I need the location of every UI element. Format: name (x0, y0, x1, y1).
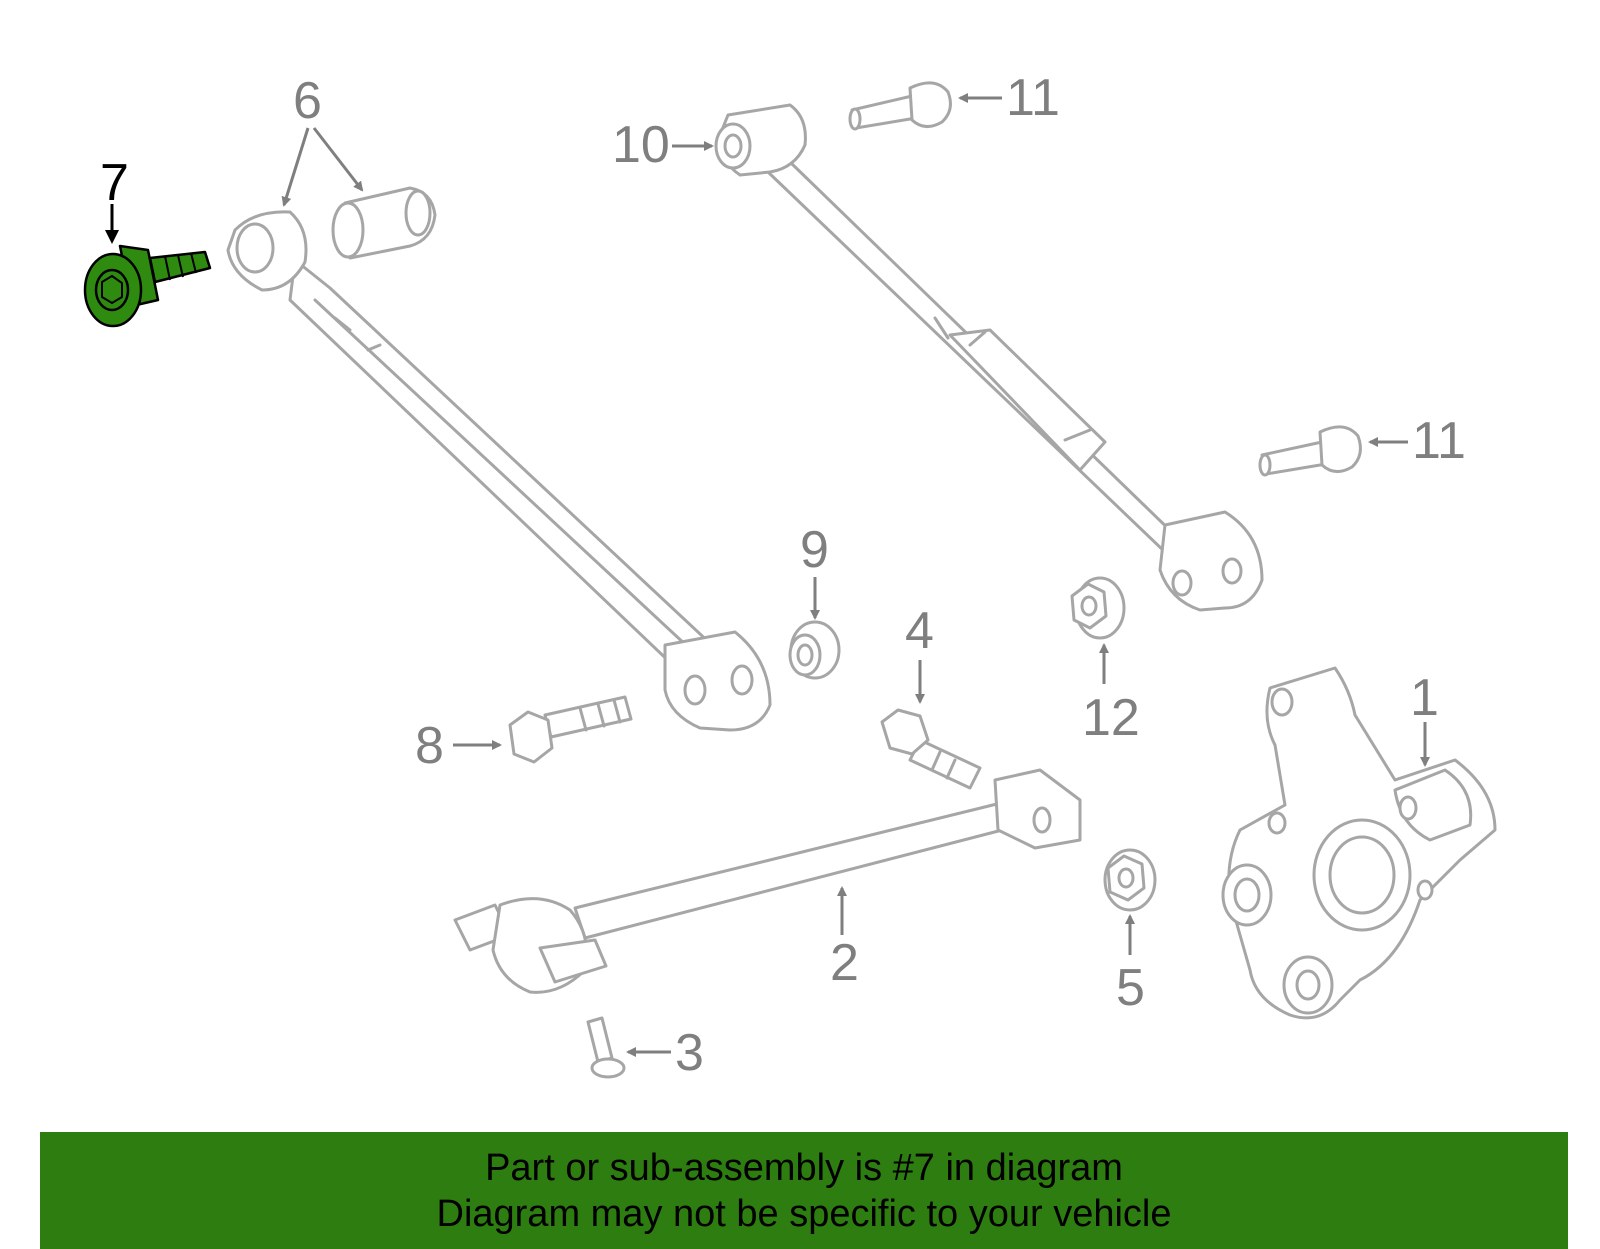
callout-6: 6 (293, 72, 322, 130)
callout-6-arrow-b (312, 127, 364, 192)
part-11-bolt-upper (848, 81, 952, 131)
part-7-bolt[interactable] (83, 244, 212, 328)
callout-9: 9 (800, 521, 829, 579)
part-1-knuckle (1221, 666, 1497, 1020)
part-8-bolt (508, 695, 633, 764)
banner-line-2: Diagram may not be specific to your vehi… (436, 1192, 1172, 1235)
callout-3: 3 (675, 1024, 704, 1082)
callout-12: 12 (1082, 689, 1140, 747)
callout-2: 2 (830, 934, 859, 992)
callout-11-upper: 11 (1006, 69, 1060, 127)
callout-6-arrow-a (281, 127, 310, 207)
callout-11-lower: 11 (1412, 412, 1466, 470)
callout-5: 5 (1116, 959, 1145, 1017)
callout-7: 7 (100, 154, 129, 212)
callout-1: 1 (1410, 669, 1439, 727)
info-banner: Part or sub-assembly is #7 in diagram Di… (40, 1132, 1568, 1249)
part-4-bolt (880, 708, 982, 790)
part-11-bolt-lower (1258, 425, 1362, 477)
part-10-toe-link (714, 103, 1264, 612)
part-5-nut (1103, 848, 1157, 912)
part-9-nut (788, 620, 841, 680)
callout-10: 10 (612, 116, 670, 174)
callout-8: 8 (415, 717, 444, 775)
part-6-control-arm (226, 210, 772, 732)
banner-line-1: Part or sub-assembly is #7 in diagram (485, 1146, 1123, 1189)
part-3-bolt (586, 1016, 626, 1079)
part-2-lower-arm (453, 768, 1082, 994)
part-6-bushing (331, 186, 437, 260)
callout-4: 4 (905, 602, 934, 660)
part-12-nut (1070, 576, 1126, 640)
